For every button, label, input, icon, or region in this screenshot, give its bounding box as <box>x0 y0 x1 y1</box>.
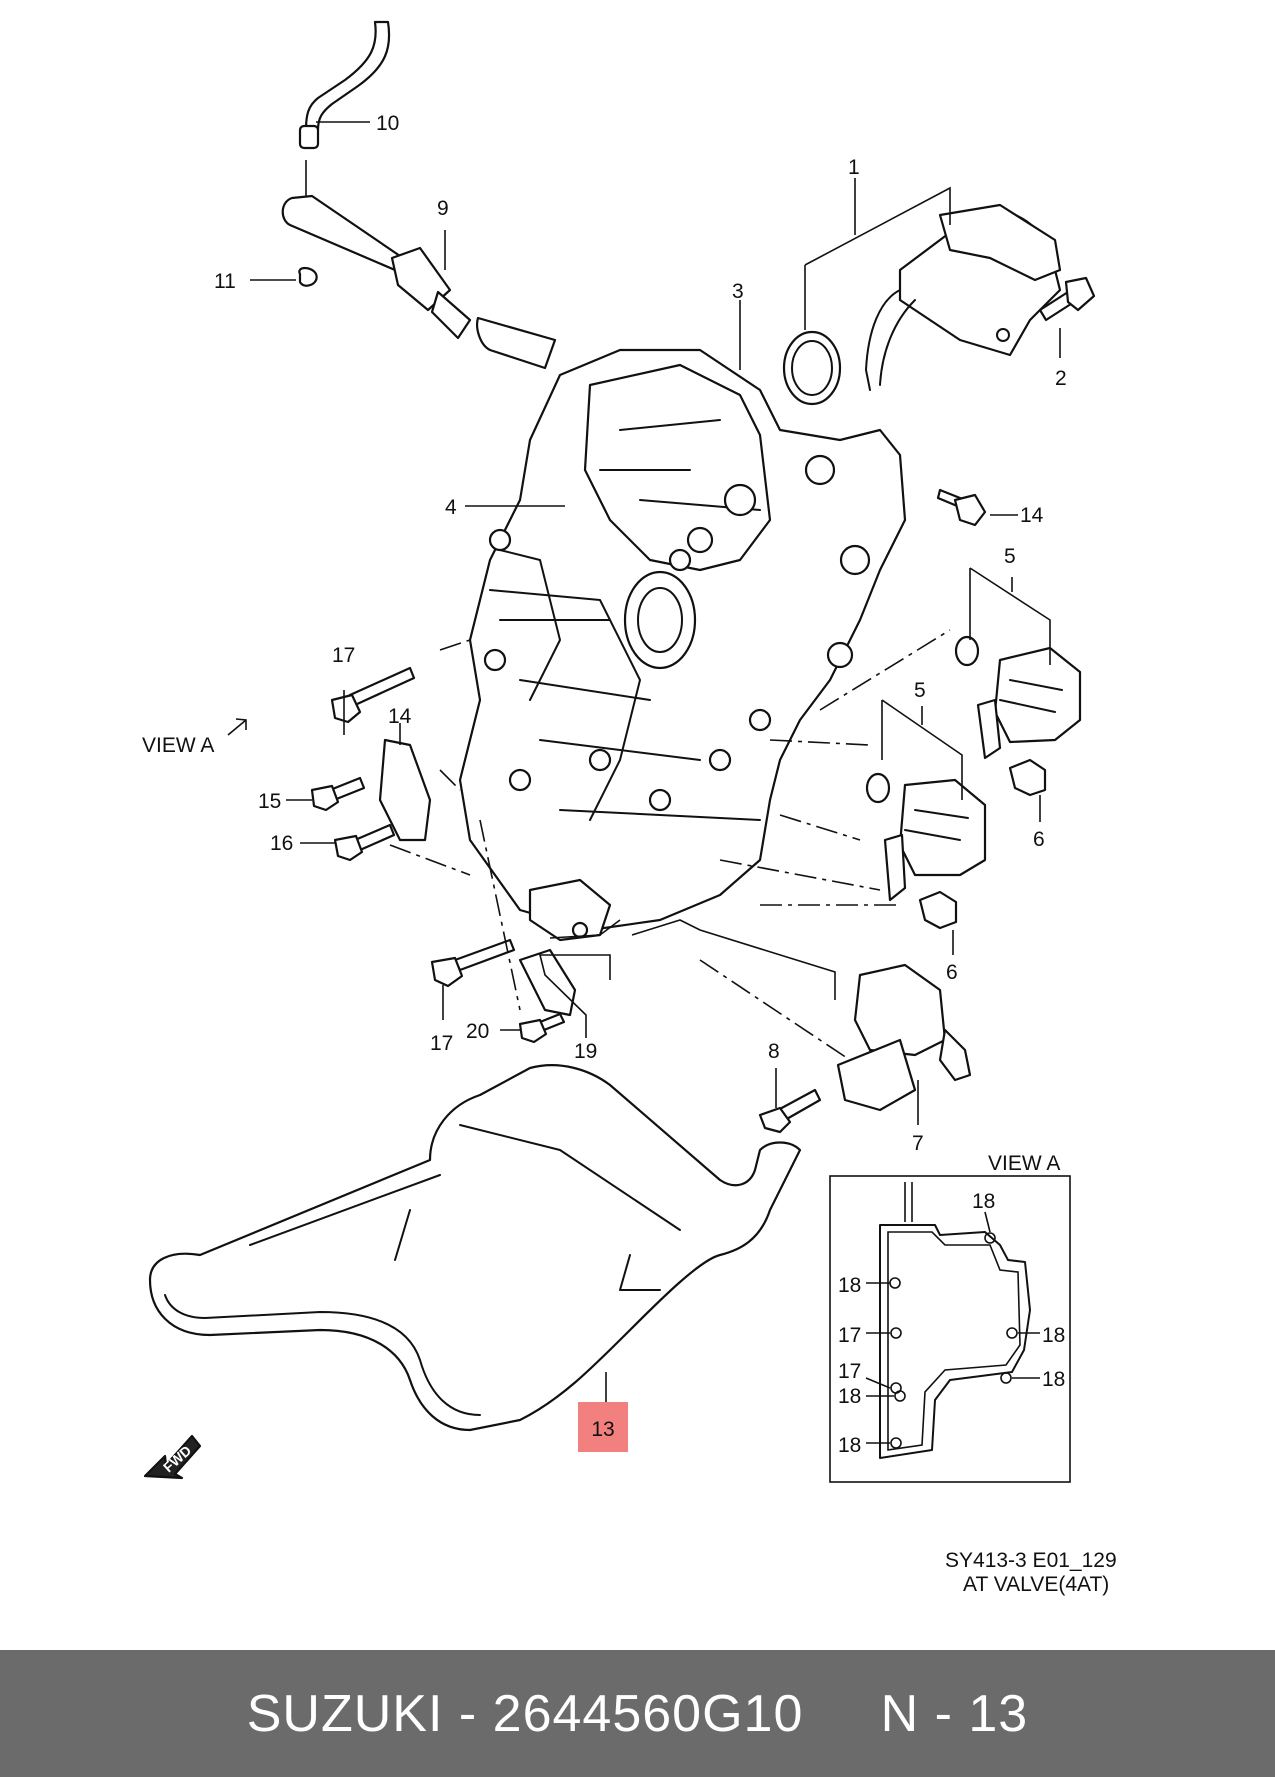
inset-label-18-right-b: 18 <box>1042 1368 1065 1391</box>
clip-part <box>298 266 318 287</box>
bolt-part-6a <box>1008 758 1047 797</box>
breather-pipe-part <box>281 194 557 370</box>
callout-17-bottom: 17 <box>430 1032 453 1055</box>
view-a-inset-title: VIEW A <box>988 1152 1060 1175</box>
footer-ref: N - 13 <box>880 1684 1029 1743</box>
caption-code: SY413-3 E01_129 <box>945 1549 1117 1572</box>
callout-15: 15 <box>258 790 281 813</box>
oil-strainer-part <box>148 1064 802 1432</box>
clip-part-19 <box>518 948 577 1017</box>
inset-label-18-c: 18 <box>838 1434 861 1457</box>
caption-title: AT VALVE(4AT) <box>963 1573 1109 1596</box>
solenoid-part-lower <box>865 772 987 902</box>
callout-14-left: 14 <box>388 705 412 728</box>
callout-6-upper: 6 <box>1033 828 1045 851</box>
inset-label-18-a: 18 <box>838 1274 861 1297</box>
diagram-caption: SY413-3 E01_129 AT VALVE(4AT) <box>945 1549 1117 1596</box>
valve-body-part <box>458 348 907 942</box>
callout-8: 8 <box>768 1040 780 1063</box>
bolt-part-14-top <box>936 488 987 527</box>
callout-2: 2 <box>1055 367 1067 390</box>
bolt-part-20 <box>518 1012 566 1044</box>
bracket-part-7 <box>836 963 972 1112</box>
bracket-part-14 <box>378 738 432 842</box>
inset-label-18-b: 18 <box>838 1385 861 1408</box>
solenoid-part-upper <box>954 635 1082 760</box>
callout-3: 3 <box>732 280 744 303</box>
callout-5-upper: 5 <box>1004 545 1016 568</box>
parts-diagram: 10 9 11 1 2 3 4 14 5 5 6 6 7 8 17 14 15 … <box>142 20 1117 1596</box>
leader-lines <box>250 121 1061 1408</box>
breather-hose-part <box>298 20 391 150</box>
callout-6-lower: 6 <box>946 961 958 984</box>
fwd-arrow: FWD <box>143 1434 202 1480</box>
callout-17-top: 17 <box>332 644 355 667</box>
callout-labels: 10 9 11 1 2 3 4 14 5 5 6 6 7 8 17 14 15 … <box>142 112 1067 1452</box>
view-a-arrow-label: VIEW A <box>142 734 214 757</box>
inset-label-18-top: 18 <box>972 1190 995 1213</box>
bolt-part-17-top <box>330 666 416 724</box>
sensor-part <box>782 203 1062 406</box>
callout-10: 10 <box>376 112 399 135</box>
bolt-part-15 <box>310 776 366 812</box>
callout-1: 1 <box>848 156 860 179</box>
callout-13-highlight: 13 <box>591 1418 614 1441</box>
callout-9: 9 <box>437 197 449 220</box>
alignment-lines <box>389 629 951 1061</box>
inset-label-18-right-a: 18 <box>1042 1324 1065 1347</box>
bolt-part-6b <box>918 890 958 930</box>
bolt-part-17-bottom <box>430 938 516 988</box>
inset-label-17-a: 17 <box>838 1324 861 1347</box>
callout-16: 16 <box>270 832 293 855</box>
callout-20: 20 <box>466 1020 489 1043</box>
bolt-part-8 <box>758 1088 822 1134</box>
bolt-part-2 <box>1038 276 1096 322</box>
footer-spacer <box>803 1684 880 1744</box>
view-a-inset: VIEW A 18 18 17 17 18 18 18 18 <box>829 1152 1071 1483</box>
callout-5-lower: 5 <box>914 679 926 702</box>
footer-bar: SUZUKI - 2644560G10 N - 13 <box>0 1650 1275 1777</box>
view-a-arrow <box>227 718 247 736</box>
callout-7: 7 <box>912 1132 924 1155</box>
inset-label-17-b: 17 <box>838 1360 861 1383</box>
bolt-part-16 <box>333 823 396 862</box>
callout-4: 4 <box>445 496 457 519</box>
callout-14-right: 14 <box>1020 504 1044 527</box>
callout-11: 11 <box>214 270 236 293</box>
callout-19: 19 <box>574 1040 597 1063</box>
footer-brand-part: SUZUKI - 2644560G10 <box>246 1684 804 1743</box>
highlight-box <box>578 1402 628 1452</box>
